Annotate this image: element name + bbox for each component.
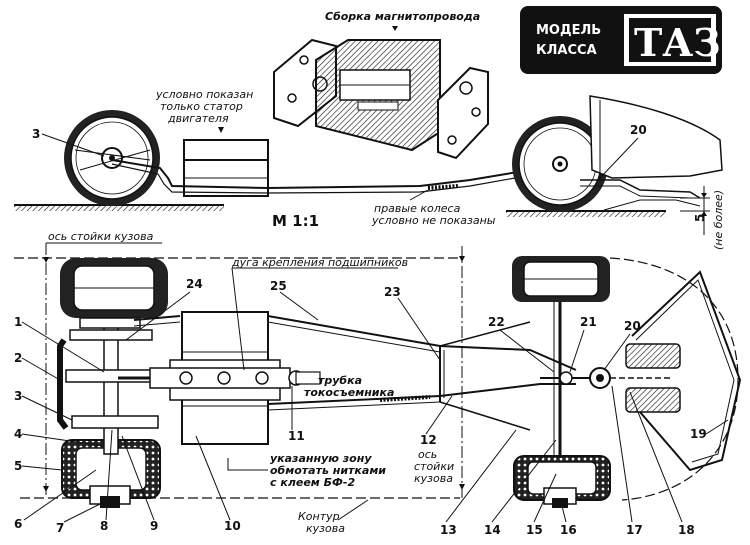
body-post-axis-1: ось	[418, 448, 437, 461]
callout-21: 21	[580, 315, 597, 329]
callout-20: 20	[624, 319, 641, 333]
wrap-zone-3: с клеем БФ-2	[270, 476, 355, 489]
callouts: 1 2 3 4 5 6 7 8 9 10 11 12 13 1	[14, 277, 729, 537]
callout-2: 2	[14, 351, 22, 365]
magnet-assembly: Сборка магнитопровода	[273, 10, 489, 160]
callout-19: 19	[690, 427, 707, 441]
front-wheel-side	[512, 116, 608, 212]
bearing-arc-label: дуга крепления подшипников	[231, 256, 408, 269]
body-shell-side	[580, 95, 723, 211]
callout-5: 5	[14, 459, 22, 473]
front-wheel-top	[512, 256, 610, 302]
callout-10: 10	[224, 519, 241, 533]
callout-3: 3	[14, 389, 22, 403]
callout-4: 4	[14, 427, 22, 441]
callout-14: 14	[484, 523, 501, 537]
stator-note-2: только статор	[160, 100, 243, 113]
rear-wheel-side	[64, 110, 160, 206]
body-post-axis-3: кузова	[414, 472, 453, 485]
front-wheel-bottom	[513, 455, 611, 508]
callout-1: 1	[14, 315, 22, 329]
callout-3-top: 3	[32, 127, 40, 141]
callout-24: 24	[186, 277, 203, 291]
plan-view: ось стойки кузова	[14, 230, 742, 537]
motor-block	[118, 311, 321, 445]
body-post-axis-2: стойки	[414, 460, 454, 473]
callout-20-top: 20	[630, 123, 647, 137]
callout-6: 6	[14, 517, 22, 531]
badge-line2: КЛАССА	[536, 43, 597, 58]
dim-value: 5	[693, 214, 707, 222]
right-wheels-note-2: условно не показаны	[371, 214, 496, 227]
dim-note: (не более)	[712, 190, 725, 250]
rear-wheel-top	[60, 258, 168, 318]
current-tube-2: токосъемника	[304, 386, 394, 399]
title-badge: МОДЕЛЬ КЛАССА ТАЗ	[520, 6, 722, 74]
body-contour-1: Контур	[298, 510, 340, 523]
body-post-axis-top: ось стойки кузова	[48, 230, 154, 243]
scale-label: M 1:1	[272, 212, 319, 230]
wrap-zone-1: указанную зону	[270, 452, 372, 465]
badge-line1: МОДЕЛЬ	[536, 23, 601, 38]
callout-23: 23	[384, 285, 401, 299]
callout-9: 9	[150, 519, 158, 533]
callout-8: 8	[100, 519, 108, 533]
callout-11: 11	[288, 429, 305, 443]
current-tube-1: трубка	[318, 374, 362, 387]
callout-12: 12	[420, 433, 437, 447]
ground-right	[506, 211, 666, 217]
stator-box-side	[183, 139, 269, 197]
callout-7: 7	[56, 521, 64, 535]
callout-22: 22	[488, 315, 505, 329]
side-view: условно показан только статор двигателя	[14, 88, 725, 250]
rear-wheel-bottom	[61, 439, 161, 499]
wrap-zone-2: обмотать нитками	[270, 464, 386, 477]
callout-25: 25	[270, 279, 287, 293]
stator-note-1: условно показан	[155, 88, 253, 101]
right-wheels-note-1: правые колеса	[374, 202, 461, 215]
magnet-assembly-label: Сборка магнитопровода	[325, 10, 480, 23]
stator-note-3: двигателя	[167, 112, 229, 125]
body-contour-2: кузова	[306, 522, 345, 535]
ground-left	[14, 205, 224, 211]
callout-17: 17	[626, 523, 643, 537]
callout-15: 15	[526, 523, 543, 537]
dimension-5: 5 (не более)	[680, 186, 725, 250]
callout-16: 16	[560, 523, 577, 537]
badge-big-text: ТАЗ	[634, 20, 721, 65]
callout-13: 13	[440, 523, 457, 537]
callout-18: 18	[678, 523, 695, 537]
